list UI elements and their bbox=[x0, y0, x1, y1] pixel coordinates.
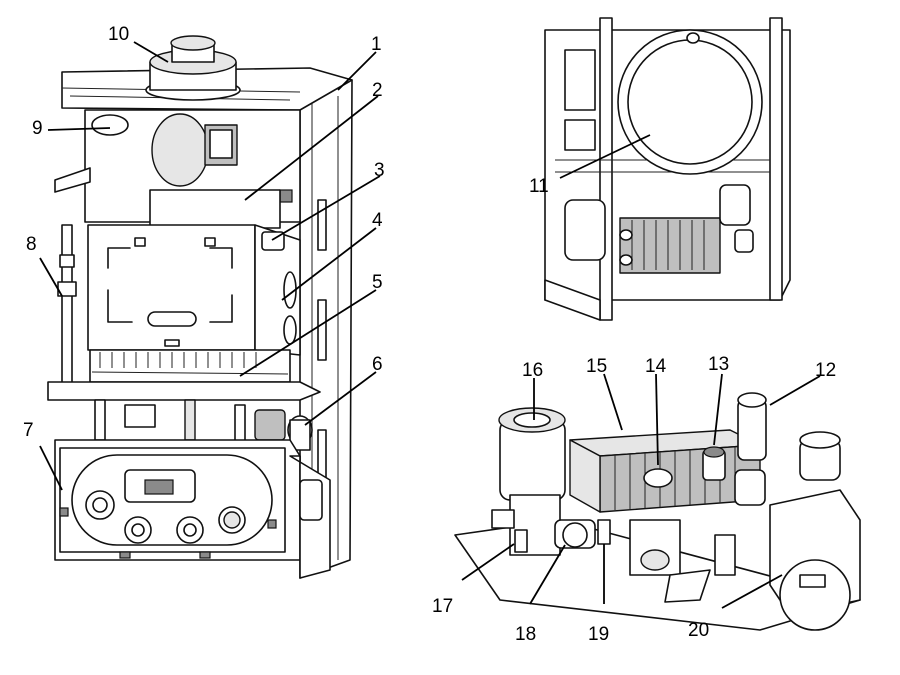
diverter-valve bbox=[491, 407, 566, 556]
leader-lines bbox=[39, 41, 821, 609]
callout-labels: 1 2 3 4 5 6 7 8 9 10 11 12 13 14 15 16 1… bbox=[23, 24, 836, 645]
callout-10: 10 bbox=[108, 24, 129, 45]
boiler-assembly bbox=[47, 35, 353, 579]
hydraulic-pipes bbox=[94, 399, 313, 451]
expansion-vessel bbox=[617, 29, 763, 175]
burner bbox=[89, 349, 291, 383]
callout-11: 11 bbox=[529, 176, 549, 197]
plate-heat-exchanger bbox=[619, 217, 721, 274]
callout-15: 15 bbox=[586, 356, 607, 377]
left-pipe bbox=[57, 224, 77, 386]
combustion-chamber-hood bbox=[149, 189, 281, 229]
hydraulic-group bbox=[454, 392, 861, 631]
drain-valve bbox=[514, 529, 528, 553]
combustion-chamber bbox=[87, 224, 301, 356]
callout-8: 8 bbox=[26, 234, 37, 255]
circulation-pump bbox=[769, 489, 861, 631]
callout-17: 17 bbox=[432, 596, 453, 617]
pressure-sensor bbox=[597, 519, 611, 545]
callout-16: 16 bbox=[522, 360, 543, 381]
callout-6: 6 bbox=[372, 354, 383, 375]
sensor-knob bbox=[643, 468, 673, 488]
callout-5: 5 bbox=[372, 272, 383, 293]
flue-outlet bbox=[145, 35, 241, 101]
callout-7: 7 bbox=[23, 420, 34, 441]
callout-2: 2 bbox=[372, 80, 383, 101]
callout-19: 19 bbox=[588, 624, 609, 645]
callout-13: 13 bbox=[708, 354, 729, 375]
callout-1: 1 bbox=[371, 34, 382, 55]
frame-bar bbox=[599, 17, 613, 321]
callout-4: 4 bbox=[372, 210, 383, 231]
rear-view-assembly bbox=[544, 17, 791, 321]
callout-3: 3 bbox=[374, 160, 385, 181]
callout-18: 18 bbox=[515, 624, 536, 645]
callout-14: 14 bbox=[645, 356, 667, 377]
safety-valve bbox=[734, 392, 767, 506]
callout-12: 12 bbox=[815, 360, 836, 381]
callout-20: 20 bbox=[688, 620, 709, 641]
callout-9: 9 bbox=[32, 118, 43, 139]
control-panel bbox=[54, 439, 301, 561]
